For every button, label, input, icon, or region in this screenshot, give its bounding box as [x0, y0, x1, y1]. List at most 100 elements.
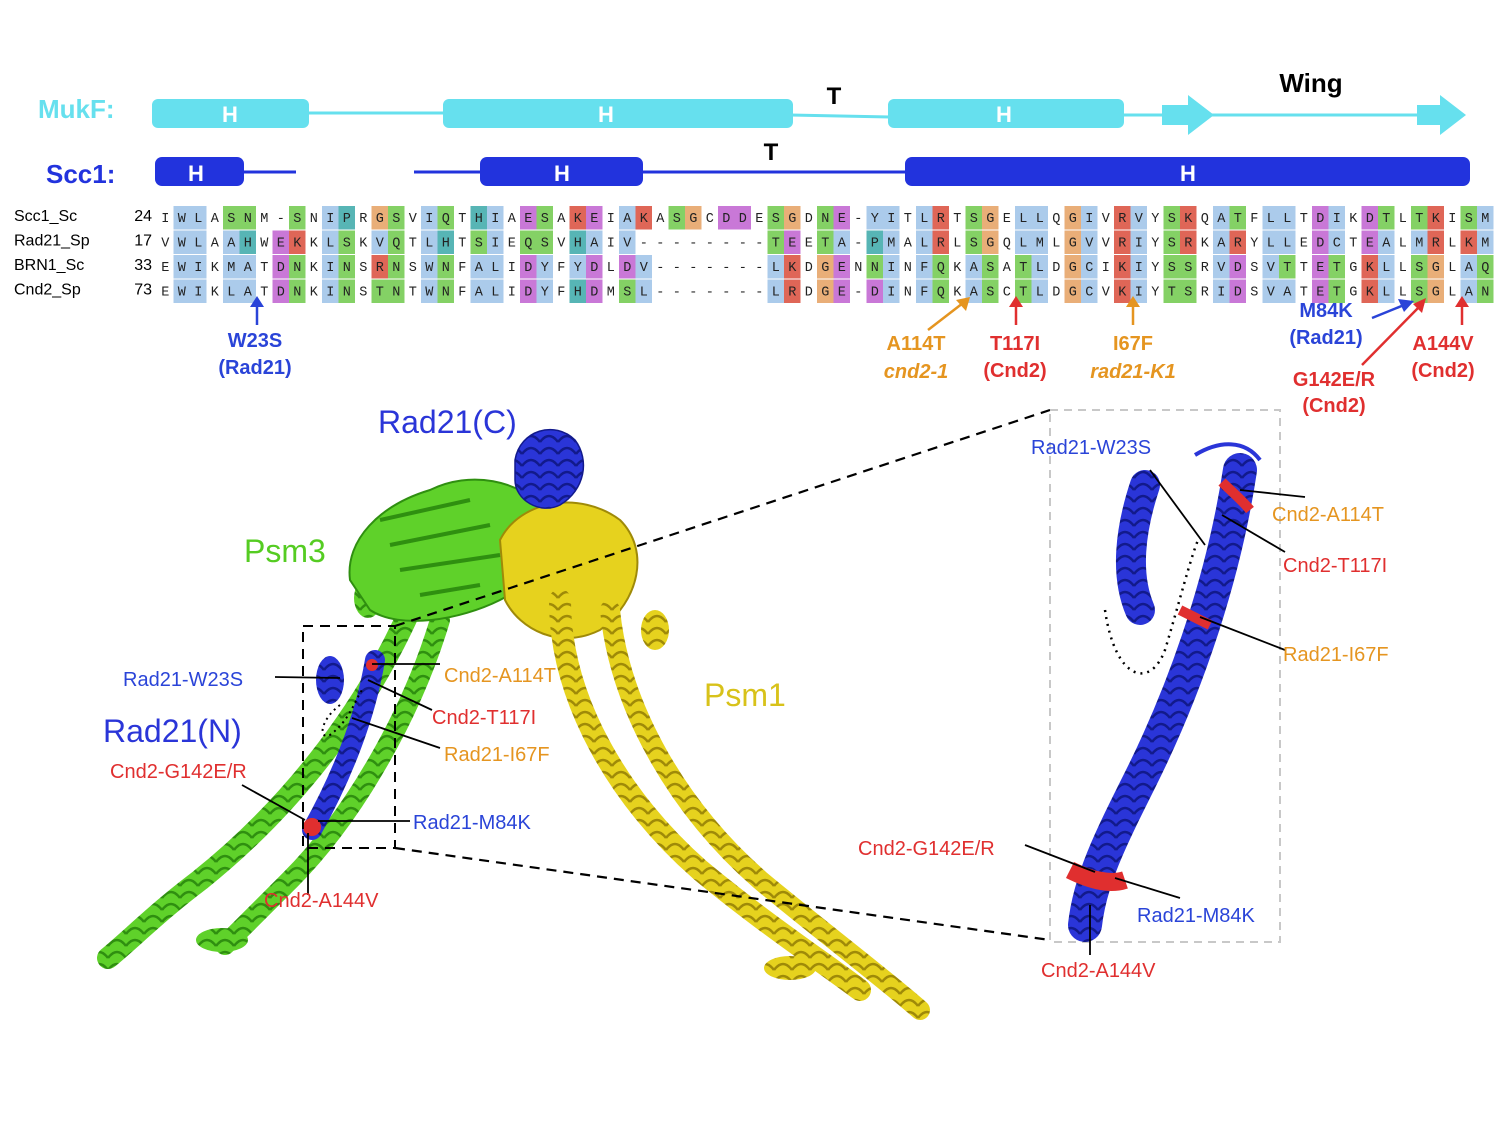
residue-letter: G	[1432, 261, 1440, 276]
residue-letter: -	[689, 237, 697, 252]
residue-shade	[1031, 206, 1048, 230]
mutation-patch	[366, 659, 378, 671]
scc1-helix	[155, 157, 244, 186]
residue-letter: H	[574, 286, 582, 301]
residue-letter: -	[689, 261, 697, 276]
residue-shade	[1064, 230, 1081, 254]
residue-shade	[883, 230, 900, 254]
callout-line	[1114, 877, 1181, 899]
residue-letter: D	[805, 286, 813, 301]
residue-shade	[1229, 279, 1246, 303]
residue-letter: I	[1085, 212, 1093, 227]
residue-letter: R	[376, 261, 384, 276]
residue-letter: L	[920, 237, 928, 252]
residue-shade	[190, 279, 207, 303]
residue-shade	[1081, 230, 1098, 254]
residue-letter: A	[244, 286, 253, 301]
residue-letter: T	[1234, 212, 1242, 227]
residue-letter: A	[1382, 237, 1391, 252]
residue-letter: K	[359, 237, 368, 252]
residue-shade	[817, 206, 834, 230]
residue-letter: A	[970, 261, 979, 276]
psm3-coiled-coil	[215, 610, 450, 955]
callout-line	[1239, 489, 1306, 498]
residue-shade	[1229, 230, 1246, 254]
residue-shade	[487, 279, 504, 303]
residue-letter: Q	[1201, 212, 1209, 227]
residue-shade	[916, 206, 933, 230]
callout-i67f: Rad21-I67F	[444, 744, 550, 766]
residue-letter: M	[1481, 212, 1489, 227]
scc1-label: Scc1:	[46, 159, 115, 189]
residue-letter: V	[1267, 261, 1276, 276]
residue-letter: S	[359, 286, 367, 301]
residue-shade	[371, 255, 388, 279]
residue-letter: -	[706, 261, 714, 276]
residue-letter: G	[1069, 237, 1077, 252]
residue-shade	[223, 279, 240, 303]
residue-shade	[223, 230, 240, 254]
residue-letter: K	[310, 261, 319, 276]
residue-letter: V	[161, 237, 170, 252]
w23s-arrowhead	[250, 296, 264, 307]
residue-letter: K	[293, 237, 302, 252]
residue-shade	[1180, 255, 1197, 279]
residue-shade	[833, 279, 850, 303]
scc1-helix-label: H	[188, 161, 204, 186]
residue-letter: G	[821, 261, 829, 276]
residue-letter: L	[640, 286, 648, 301]
mukf-loop	[789, 113, 893, 119]
residue-letter: I	[508, 286, 516, 301]
residue-letter: L	[953, 237, 961, 252]
residue-letter: G	[788, 212, 796, 227]
residue-shade	[1460, 255, 1477, 279]
residue-letter: -	[739, 261, 747, 276]
residue-letter: L	[772, 261, 780, 276]
inset-short-helix	[1115, 470, 1160, 625]
residue-shade	[1213, 206, 1230, 230]
residue-letter: K	[310, 286, 319, 301]
residue-letter: V	[623, 237, 632, 252]
residue-letter: E	[161, 286, 169, 301]
residue-letter: D	[524, 261, 532, 276]
residue-shade	[1460, 279, 1477, 303]
residue-shade	[619, 206, 636, 230]
mukf-helix	[152, 99, 309, 128]
residue-letter: Y	[1151, 286, 1159, 301]
residue-shade	[1262, 279, 1279, 303]
residue-letter: P	[871, 237, 879, 252]
residue-shade	[932, 230, 949, 254]
residue-letter: N	[821, 212, 829, 227]
residue-letter: A	[557, 212, 566, 227]
residue-shade	[569, 279, 586, 303]
residue-letter: -	[656, 237, 664, 252]
residue-letter: W	[178, 237, 187, 252]
callout-line	[1221, 514, 1286, 553]
residue-letter: I	[508, 261, 516, 276]
residue-letter: L	[1283, 212, 1291, 227]
residue-letter: H	[442, 237, 450, 252]
residue-letter: S	[541, 212, 549, 227]
residue-letter: -	[689, 286, 697, 301]
residue-shade	[1279, 255, 1296, 279]
residue-letter: L	[772, 286, 780, 301]
residue-shade	[784, 279, 801, 303]
residue-letter: I	[1135, 261, 1143, 276]
residue-shade	[1411, 255, 1428, 279]
m84k-label: M84K	[1299, 300, 1353, 322]
residue-letter: R	[1184, 237, 1192, 252]
residue-letter: F	[557, 261, 565, 276]
residue-shade	[1279, 206, 1296, 230]
residue-letter: E	[1300, 237, 1308, 252]
residue-letter: V	[1267, 286, 1276, 301]
residue-shade	[371, 206, 388, 230]
inset-callout-a144v: Cnd2-A144V	[1041, 960, 1156, 982]
residue-letter: T	[1019, 286, 1027, 301]
residue-shade	[1015, 230, 1032, 254]
residue-letter: Y	[871, 212, 879, 227]
residue-shade	[866, 230, 883, 254]
callout-line	[367, 679, 433, 711]
residue-letter: G	[376, 212, 384, 227]
residue-letter: S	[623, 286, 631, 301]
